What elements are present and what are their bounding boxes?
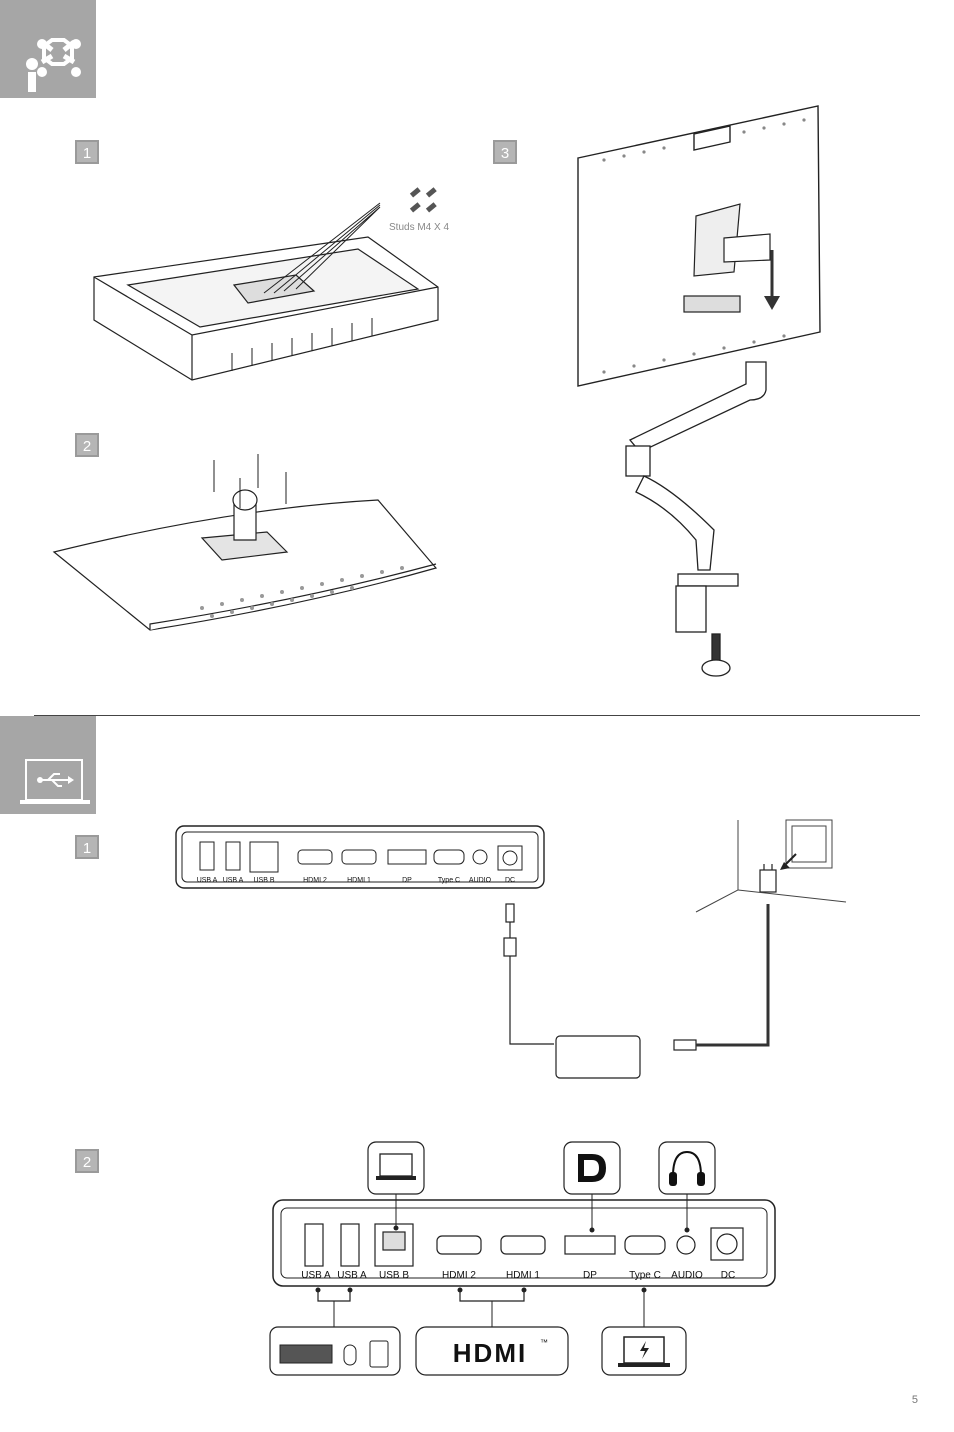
arm-mount-illustration — [577, 105, 821, 677]
bracket-install-illustration — [52, 454, 438, 631]
mount-step-2: 2 — [75, 433, 99, 457]
port-label: DP — [583, 1270, 597, 1281]
port-label: Type C — [629, 1270, 661, 1281]
port-label: DP — [402, 877, 412, 884]
power-cable-illustration — [503, 819, 847, 1079]
packaging-illustration — [93, 187, 439, 381]
hdmi-trademark: ™ — [540, 1338, 548, 1347]
displayport-callout — [563, 1141, 621, 1233]
page-number: 5 — [911, 1394, 918, 1406]
port-label: USB B — [379, 1270, 409, 1281]
connection-section-badge — [0, 716, 96, 814]
port-label: USB A — [301, 1270, 331, 1281]
port-label: USB A — [223, 877, 244, 884]
port-label: AUDIO — [671, 1270, 703, 1281]
port-label: DC — [721, 1270, 735, 1281]
port-label: USB A — [337, 1270, 367, 1281]
usb-laptop-icon — [20, 759, 90, 804]
connect-step-1: 1 — [75, 835, 99, 859]
port-panel-small: USB A USB A USB B HDMI 2 HDMI 1 DP Type … — [175, 825, 545, 889]
headphones-callout — [658, 1141, 716, 1233]
usb-devices-callout — [269, 1287, 401, 1376]
port-label: HDMI 1 — [506, 1270, 540, 1281]
port-label: DC — [505, 877, 515, 884]
usb-c-laptop-callout — [601, 1287, 687, 1376]
section-divider — [34, 715, 920, 716]
hdmi-callout: HDMI ™ — [415, 1287, 569, 1376]
port-label: HDMI 1 — [347, 877, 371, 884]
laptop-callout — [367, 1141, 425, 1231]
port-label: USB A — [197, 877, 218, 884]
hdmi-logo: HDMI — [453, 1338, 527, 1368]
port-panel-large: USB A USB A USB B HDMI 2 HDMI 1 DP Type … — [272, 1199, 776, 1287]
mount-section-badge — [0, 0, 96, 98]
vesa-mount-icon — [26, 38, 81, 92]
port-label: USB B — [253, 877, 274, 884]
mount-step-3: 3 — [493, 140, 517, 164]
studs-label: Studs M4 X 4 — [389, 222, 450, 233]
port-label: AUDIO — [469, 877, 492, 884]
port-label: HDMI 2 — [303, 877, 327, 884]
mount-step-1: 1 — [75, 140, 99, 164]
port-label: HDMI 2 — [442, 1270, 476, 1281]
port-label: Type C — [438, 877, 460, 884]
connect-step-2: 2 — [75, 1149, 99, 1173]
